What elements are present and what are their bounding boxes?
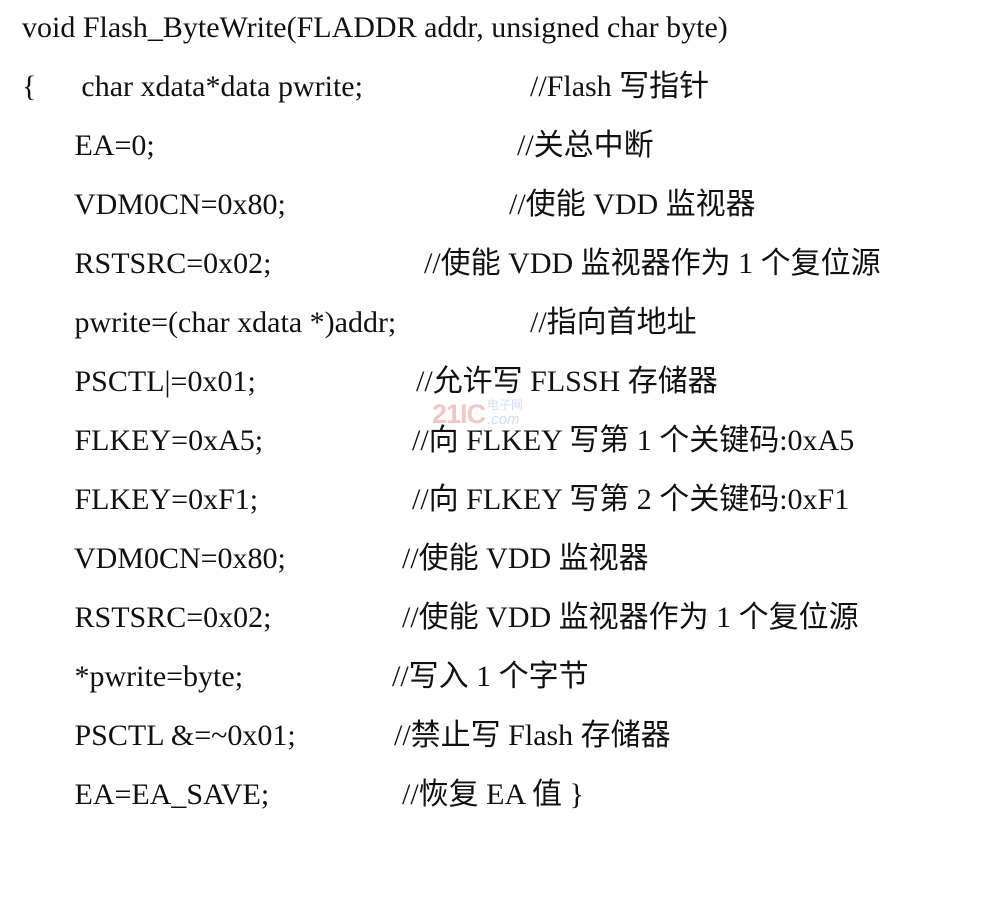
code-text: FLKEY=0xA5; (22, 424, 264, 457)
code-line: void Flash_ByteWrite(FLADDR addr, unsign… (22, 10, 728, 46)
code-line: PSCTL &=~0x01; //禁止写 Flash 存储器 (22, 718, 671, 754)
code-comment: //写入 1 个字节 (392, 660, 589, 693)
code-line: EA=EA_SAVE; //恢复 EA 值 } (22, 777, 584, 813)
code-line: RSTSRC=0x02; //使能 VDD 监视器作为 1 个复位源 (22, 246, 881, 282)
code-comment: //使能 VDD 监视器 (402, 542, 649, 575)
code-comment: //关总中断 (517, 129, 654, 162)
code-comment: //恢复 EA 值 } (402, 778, 584, 811)
watermark-logo: 21IC 电子网 .com (432, 399, 562, 433)
code-text: PSCTL &=~0x01; (22, 719, 296, 752)
code-comment: //Flash 写指针 (530, 70, 710, 103)
code-comment: //向 FLKEY 写第 2 个关键码:0xF1 (412, 483, 850, 516)
code-line: *pwrite=byte; //写入 1 个字节 (22, 659, 589, 695)
code-comment: //使能 VDD 监视器 (509, 188, 756, 221)
watermark-com: .com (487, 411, 520, 428)
code-comment: //禁止写 Flash 存储器 (394, 719, 671, 752)
code-comment: //允许写 FLSSH 存储器 (416, 365, 718, 398)
code-line: EA=0; //关总中断 (22, 128, 654, 164)
code-comment: //使能 VDD 监视器作为 1 个复位源 (402, 601, 859, 634)
code-line: pwrite=(char xdata *)addr; //指向首地址 (22, 305, 697, 341)
code-line: FLKEY=0xF1; //向 FLKEY 写第 2 个关键码:0xF1 (22, 482, 850, 518)
code-text: void Flash_ByteWrite(FLADDR addr, unsign… (22, 11, 728, 44)
code-comment: //使能 VDD 监视器作为 1 个复位源 (424, 247, 881, 280)
code-text: RSTSRC=0x02; (22, 601, 272, 634)
code-line: VDM0CN=0x80; //使能 VDD 监视器 (22, 541, 649, 577)
code-text: PSCTL|=0x01; (22, 365, 256, 398)
code-text: VDM0CN=0x80; (22, 188, 286, 221)
code-comment: //向 FLKEY 写第 1 个关键码:0xA5 (412, 424, 855, 457)
code-line: FLKEY=0xA5; //向 FLKEY 写第 1 个关键码:0xA5 (22, 423, 855, 459)
code-text: VDM0CN=0x80; (22, 542, 286, 575)
watermark-number: 21IC (432, 399, 486, 429)
code-line: VDM0CN=0x80; //使能 VDD 监视器 (22, 187, 756, 223)
code-line: { char xdata*data pwrite; //Flash 写指针 (22, 69, 709, 105)
watermark-cn: 电子网 (487, 398, 524, 412)
code-text: RSTSRC=0x02; (22, 247, 272, 280)
code-line: RSTSRC=0x02; //使能 VDD 监视器作为 1 个复位源 (22, 600, 859, 636)
code-text: { char xdata*data pwrite; (22, 70, 363, 103)
code-text: EA=EA_SAVE; (22, 778, 270, 811)
code-comment: //指向首地址 (530, 306, 697, 339)
watermark-text-group: 电子网 .com (487, 399, 523, 428)
code-text: *pwrite=byte; (22, 660, 244, 693)
code-text: pwrite=(char xdata *)addr; (22, 306, 397, 339)
code-line: PSCTL|=0x01; //允许写 FLSSH 存储器 (22, 364, 718, 400)
code-text: FLKEY=0xF1; (22, 483, 259, 516)
code-text: EA=0; (22, 129, 155, 162)
